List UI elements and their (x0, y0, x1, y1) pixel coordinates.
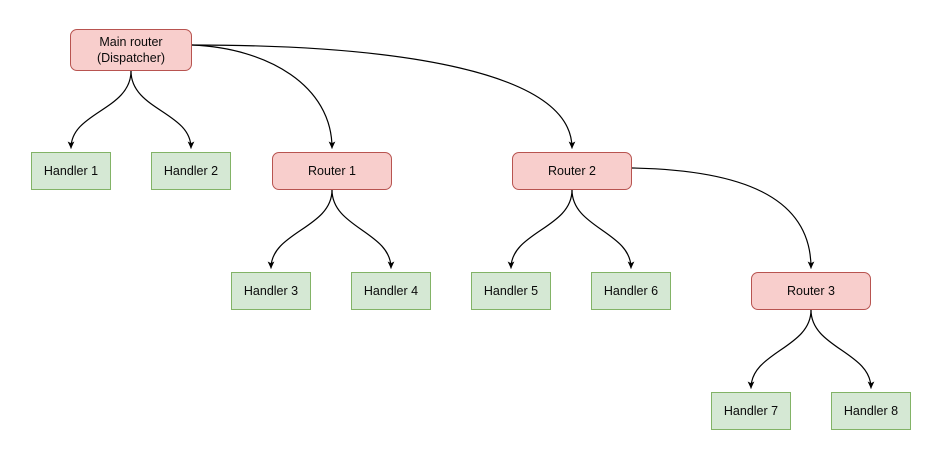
node-label-router-2: Router 2 (548, 163, 596, 178)
edge-main-router-to-handler-2 (130, 70, 195, 149)
edge-router-3-to-handler-7 (747, 309, 812, 389)
node-router-3[interactable]: Router 3 (751, 272, 871, 310)
node-label-handler-3: Handler 3 (243, 283, 299, 298)
edge-router-1-to-handler-4 (331, 189, 395, 269)
edge-router-2-to-router-3 (631, 167, 815, 269)
node-main-router[interactable]: Main router (Dispatcher) (70, 29, 192, 71)
node-handler-1[interactable]: Handler 1 (31, 152, 111, 190)
node-router-1[interactable]: Router 1 (272, 152, 392, 190)
edge-router-1-to-handler-3 (267, 189, 333, 269)
node-label-router-3: Router 3 (787, 283, 835, 298)
edge-router-3-to-handler-8 (810, 309, 875, 389)
node-label-handler-7: Handler 7 (723, 403, 779, 418)
edge-group (67, 44, 875, 389)
node-router-2[interactable]: Router 2 (512, 152, 632, 190)
node-label-handler-4: Handler 4 (363, 283, 419, 298)
node-label-handler-6: Handler 6 (603, 283, 659, 298)
node-label-handler-5: Handler 5 (483, 283, 539, 298)
node-handler-8[interactable]: Handler 8 (831, 392, 911, 430)
node-handler-2[interactable]: Handler 2 (151, 152, 231, 190)
node-handler-6[interactable]: Handler 6 (591, 272, 671, 310)
node-label-handler-2: Handler 2 (163, 163, 219, 178)
node-handler-7[interactable]: Handler 7 (711, 392, 791, 430)
node-label-main-router: Main router (Dispatcher) (96, 34, 166, 66)
edge-router-2-to-handler-5 (507, 189, 573, 269)
edge-router-2-to-handler-6 (571, 189, 635, 269)
edge-main-router-to-handler-1 (67, 70, 132, 149)
edge-main-router-to-router-1 (191, 44, 336, 149)
node-label-router-1: Router 1 (308, 163, 356, 178)
node-handler-4[interactable]: Handler 4 (351, 272, 431, 310)
node-handler-5[interactable]: Handler 5 (471, 272, 551, 310)
node-label-handler-8: Handler 8 (843, 403, 899, 418)
node-handler-3[interactable]: Handler 3 (231, 272, 311, 310)
edge-main-router-to-router-2 (191, 44, 576, 149)
node-label-handler-1: Handler 1 (43, 163, 99, 178)
